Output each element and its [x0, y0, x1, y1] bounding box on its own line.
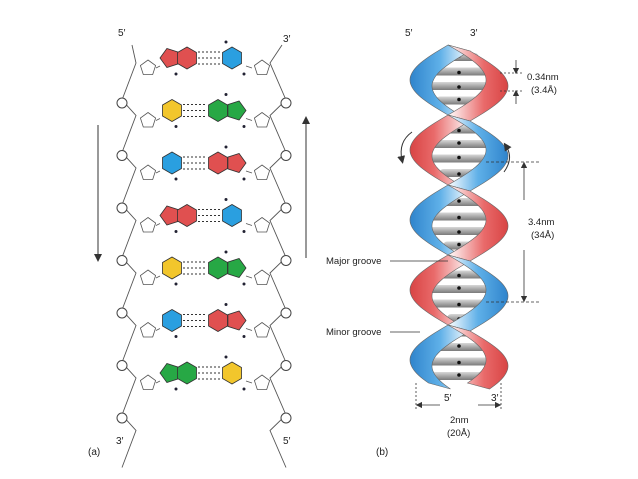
- sugar-left: [139, 374, 157, 390]
- rise-angstrom: (3.4Å): [531, 85, 557, 96]
- phosphate-left: [116, 150, 128, 161]
- end-label-top-left: 5′: [118, 28, 126, 39]
- phosphate-left: [116, 412, 128, 424]
- base-left: [162, 151, 182, 175]
- width-angstrom: (20Å): [447, 428, 470, 439]
- base-left: [162, 99, 182, 122]
- backbone-strands: [121, 44, 287, 468]
- base-right: [208, 256, 228, 280]
- sugar-right: [253, 322, 271, 338]
- base-left: [162, 256, 182, 280]
- helix-top-5-label: 5′: [405, 28, 413, 39]
- minor-groove-label: Minor groove: [326, 327, 381, 338]
- phosphate-right: [280, 202, 292, 214]
- red-strand-segment: [447, 324, 509, 390]
- rotation-arrow-right: [503, 142, 512, 173]
- base-pair: [116, 198, 292, 266]
- sugar-left: [139, 322, 157, 338]
- phosphate-left: [116, 97, 128, 109]
- sugar-right: [253, 59, 271, 75]
- phosphate-right: [280, 412, 292, 424]
- sugar-left: [139, 112, 157, 128]
- blue-strand-segment: [409, 324, 471, 390]
- end-label-bottom-left: 3′: [116, 436, 124, 447]
- major-groove-label: Major groove: [326, 256, 381, 267]
- panel-b-label: (b): [376, 447, 388, 458]
- width-value: 2nm: [450, 415, 469, 426]
- sugar-left: [139, 217, 157, 233]
- base-right: [208, 99, 228, 122]
- base-right: [222, 46, 242, 70]
- base-left: [159, 205, 179, 226]
- rotation-arrow-left: [397, 131, 413, 164]
- base-pair: [116, 40, 292, 109]
- helix-bottom-3-label: 3′: [491, 393, 499, 404]
- sugar-right: [253, 269, 271, 285]
- end-label-top-right: 3′: [283, 34, 291, 45]
- sugar-left: [139, 269, 157, 285]
- phosphate-right: [280, 360, 292, 371]
- base-left: [162, 309, 182, 332]
- phosphate-left: [116, 360, 128, 371]
- base-right: [222, 361, 242, 385]
- base-pair: [116, 355, 292, 424]
- sugar-right: [253, 217, 271, 233]
- base-pair: [116, 93, 292, 161]
- pitch-value: 3.4nm: [528, 217, 554, 228]
- helix-bottom-5-label: 5′: [444, 393, 452, 404]
- phosphate-right: [280, 97, 292, 109]
- sugar-right: [253, 112, 271, 128]
- phosphate-left: [116, 307, 128, 319]
- end-label-bottom-right: 5′: [283, 436, 291, 447]
- phosphate-left: [116, 202, 128, 214]
- sugar-right: [253, 374, 271, 390]
- panel-a: 5′ 3′ 3′ 5′ (a): [88, 28, 310, 468]
- base-pair: [116, 303, 292, 371]
- panel-b: 5′ 3′ 0.34nm (3.4Å) 3.4nm (34Å) Major gr…: [326, 28, 559, 458]
- base-pair: [116, 250, 292, 319]
- base-right: [222, 204, 242, 227]
- phosphate-left: [116, 255, 128, 266]
- rise-dimension: [500, 60, 524, 104]
- rise-value: 0.34nm: [527, 72, 559, 83]
- width-dimension: [415, 383, 502, 410]
- helix-top-3-label: 3′: [470, 28, 478, 39]
- sugar-right: [253, 164, 271, 180]
- phosphate-right: [280, 255, 292, 266]
- base-pair: [116, 145, 292, 214]
- double-helix: [409, 44, 509, 390]
- base-right: [208, 309, 228, 332]
- pitch-angstrom: (34Å): [531, 230, 554, 241]
- base-left: [159, 48, 179, 68]
- phosphate-right: [280, 307, 292, 319]
- sugar-left: [139, 164, 157, 180]
- pitch-dimension: [486, 161, 540, 303]
- sugar-left: [139, 59, 157, 75]
- base-pairs: [116, 40, 292, 424]
- base-right: [208, 151, 228, 175]
- phosphate-right: [280, 150, 292, 161]
- base-left: [159, 363, 179, 383]
- panel-a-label: (a): [88, 447, 100, 458]
